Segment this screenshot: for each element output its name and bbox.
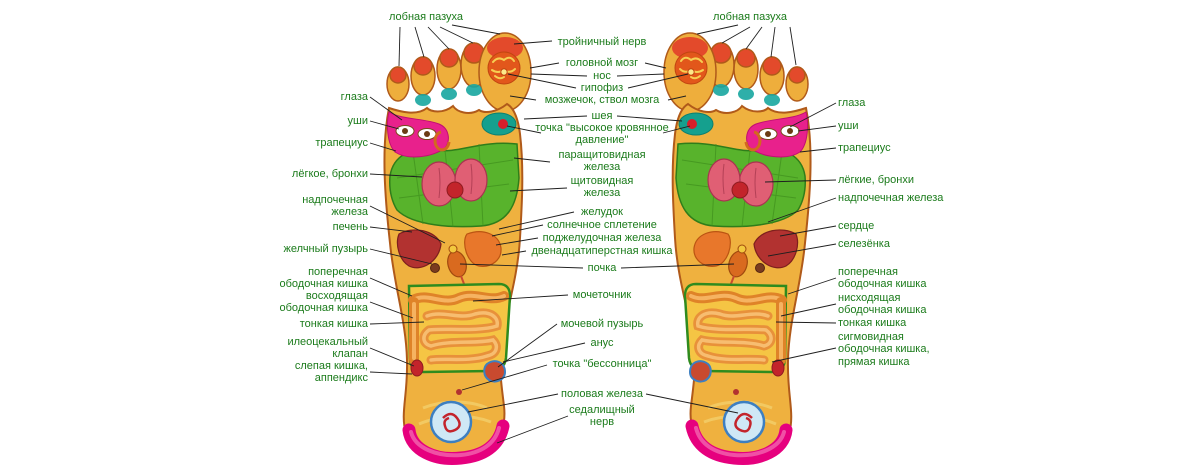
label-duodenum: двенадцатиперстная кишка [531,245,673,257]
label-trapezius-left: трапециус [315,137,368,149]
label-small-intestine-left: тонкая кишка [299,318,368,330]
label-gonad: половая железа [561,388,643,400]
label-lungs-bronchi-right: лёгкие, бронхи [838,174,914,186]
label-frontal-sinus-left: лобная пазуха [388,11,464,23]
leader-lines [369,24,837,444]
label-trapezius-right: трапециус [838,142,891,154]
label-spleen: селезёнка [838,238,890,250]
label-kidney: почка [587,262,617,274]
label-ureter: мочеточник [572,289,632,301]
label-transverse-colon-right: поперечная ободочная кишка [838,266,927,291]
label-ears-right: уши [838,120,859,132]
label-ears-left: уши [347,115,368,127]
label-adrenal-right: надпочечная железа [838,192,944,204]
label-eyes-left: глаза [340,91,368,103]
label-pituitary: гипофиз [580,82,624,94]
label-trigeminal-nerve: тройничный нерв [557,36,647,48]
label-lung-bronchi-left: лёгкое, бронхи [291,168,368,180]
right-foot [664,33,811,460]
label-gallbladder: желчный пузырь [283,243,368,255]
label-nose: нос [593,70,611,82]
label-stomach: желудок [580,206,623,218]
label-anus: анус [590,337,614,349]
left-foot [384,33,531,460]
label-insomnia-point: точка "бессонница" [552,358,652,370]
label-cecum-appendix: слепая кишка, аппендикс [294,360,368,385]
label-eyes-right: глаза [838,97,866,109]
label-brain: головной мозг [565,57,639,69]
label-thyroid: щитовидная железа [570,175,634,200]
label-adrenal-left: надпочечная железа [302,194,368,219]
label-sigmoid-rectum: сигмовидная ободочная кишка, прямая кишк… [838,331,930,368]
label-pancreas: поджелудочная железа [542,232,662,244]
label-high-blood-pressure-point: точка "высокое кровянное давление" [535,122,669,147]
label-small-intestine-right: тонкая кишка [838,317,907,329]
label-sciatic-nerve: седалищный нерв [569,404,635,429]
label-solar-plexus: солнечное сплетение [547,219,657,231]
label-heart: сердце [838,220,875,232]
label-liver: печень [332,221,368,233]
label-transverse-colon-left: поперечная ободочная кишка [279,266,368,291]
label-bladder: мочевой пузырь [560,318,644,330]
label-ascending-colon: восходящая ободочная кишка [279,290,368,315]
label-parathyroid: паращитовидная железа [558,149,646,174]
label-cerebellum-brainstem: мозжечок, ствол мозга [544,94,660,106]
label-neck: шея [591,110,613,122]
label-descending-colon: нисходящая ободочная кишка [838,292,927,317]
label-ileocecal-valve: илеоцекальный клапан [287,336,368,361]
label-frontal-sinus-right: лобная пазуха [712,11,788,23]
